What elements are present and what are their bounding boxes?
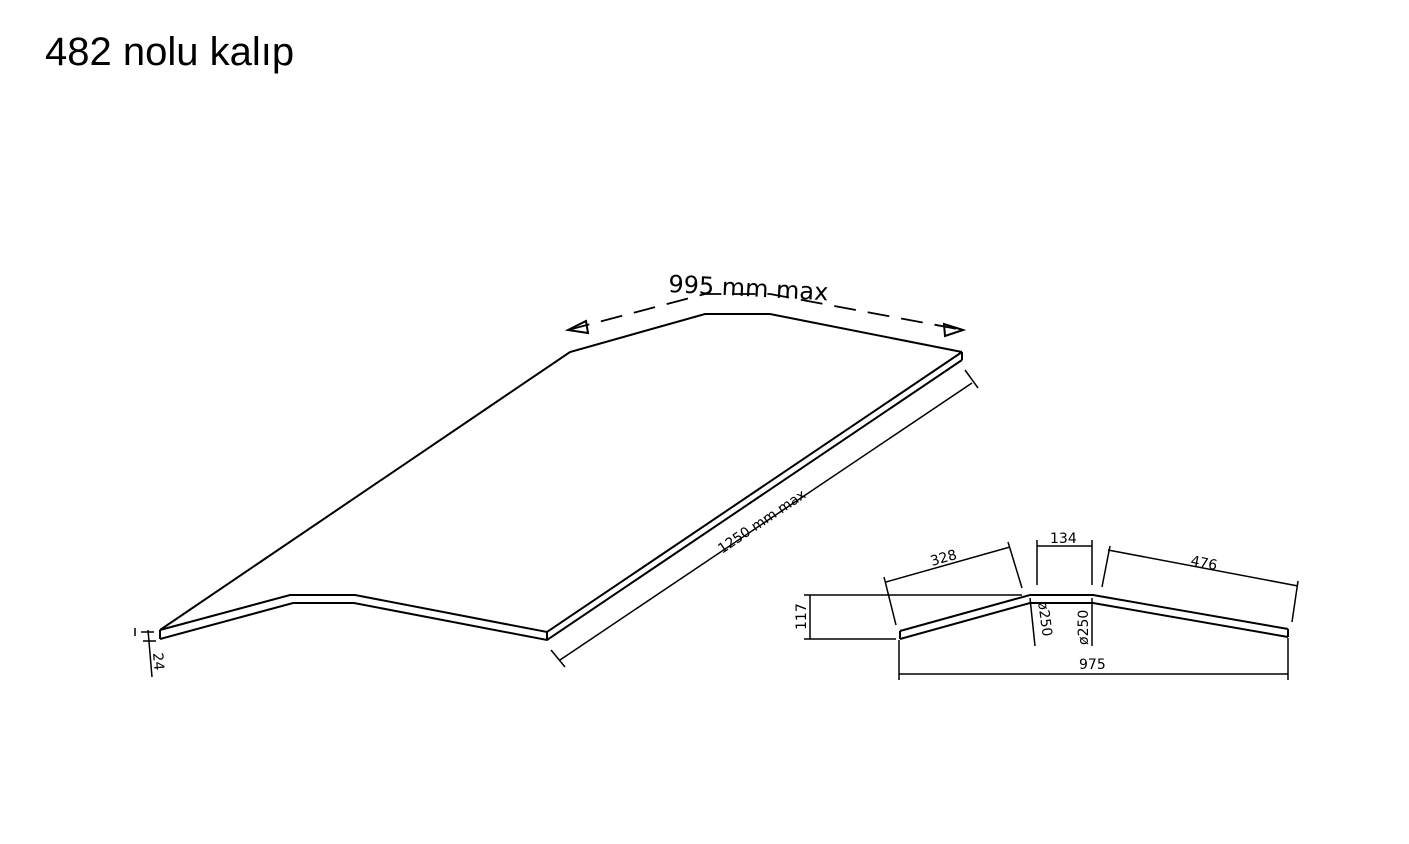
length-tick-start [550, 649, 566, 668]
radius-right-label: ø250 [1076, 610, 1092, 645]
drawing-title: 482 nolu kalıp [45, 30, 295, 74]
profile-top-edge [899, 594, 1289, 632]
width-dimension: 995 mm max [564, 270, 967, 338]
dim-134: 134 [1036, 531, 1093, 585]
length-tick-end [964, 369, 979, 389]
arrow-left [564, 319, 590, 335]
dim-975-label: 975 [1079, 657, 1106, 673]
arrow-right [942, 322, 967, 338]
profile-bottom-edge [899, 602, 1289, 640]
dim-328: 328 [883, 541, 1023, 626]
dim-476-label: 476 [1189, 553, 1218, 574]
dim-117: 117 [794, 594, 1022, 640]
dim-975: 975 [898, 638, 1289, 680]
thickness-label: 24 [149, 652, 166, 671]
width-label: 995 mm max [668, 270, 829, 306]
dim-328-label: 328 [929, 547, 959, 570]
dim-117-label: 117 [794, 603, 810, 630]
length-dimension: 1250 mm max [550, 369, 979, 668]
thickness-dimension: 24 [134, 628, 167, 678]
panel-front-top-edge [159, 351, 963, 634]
section-profile [899, 594, 1289, 640]
dim-134-label: 134 [1050, 531, 1077, 547]
isometric-panel [159, 313, 963, 642]
radius-marks: ø250 ø250 [1029, 597, 1093, 647]
panel-top-surface [159, 313, 963, 631]
dim-476: 476 [1101, 545, 1299, 623]
length-label: 1250 mm max [715, 487, 809, 557]
panel-front-bottom-edge [159, 359, 963, 642]
radius-left-label: ø250 [1034, 600, 1055, 637]
